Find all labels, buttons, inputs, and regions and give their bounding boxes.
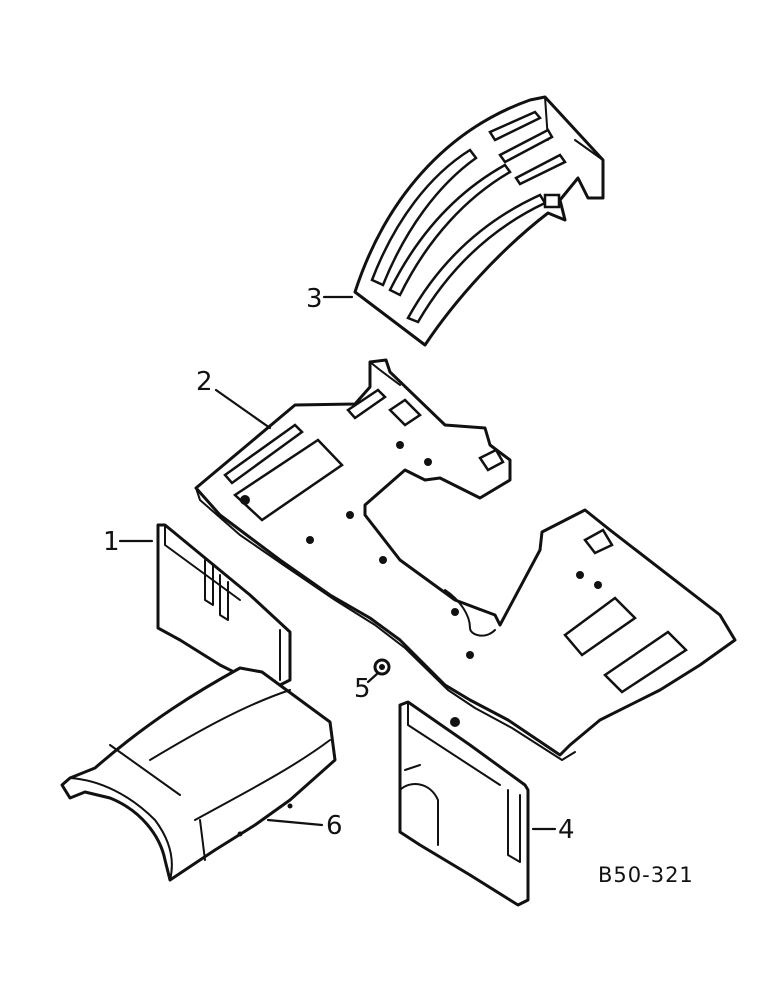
callout-labels: 1 2 3 4 5 6: [103, 284, 575, 845]
part-3-curved-fender: [353, 95, 605, 347]
leader-lines: [118, 295, 557, 831]
leader-6: [266, 818, 324, 827]
leader-5: [366, 671, 380, 684]
part-5-nut: [373, 658, 391, 676]
part-6-tunnel-cover: [60, 666, 337, 882]
callout-4: 4: [558, 815, 575, 845]
callout-6: 6: [326, 811, 343, 841]
part-2-floor-plate: [194, 358, 737, 761]
figure-code: B50-321: [598, 863, 694, 887]
callout-2: 2: [196, 367, 213, 397]
leader-2: [214, 388, 272, 430]
callout-5: 5: [354, 674, 371, 704]
callout-3: 3: [306, 284, 323, 314]
callout-1: 1: [103, 527, 120, 557]
part-4-right-side-panel: [398, 700, 530, 907]
